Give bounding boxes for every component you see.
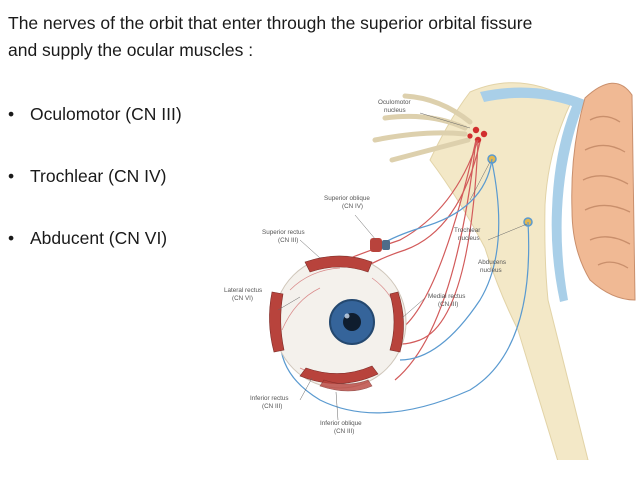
- nerve-rootlets: [372, 93, 473, 163]
- label-superior-oblique: Superior oblique (CN IV): [324, 195, 372, 210]
- title-line-1: The nerves of the orbit that enter throu…: [8, 13, 533, 33]
- bullet-dot: •: [8, 104, 15, 124]
- ventricle: [480, 87, 585, 302]
- extraocular-muscles: [269, 255, 404, 392]
- slide-title: The nerves of the orbit that enter throu…: [8, 10, 628, 64]
- label-medial-rectus: Medial rectus (CN III): [428, 293, 467, 308]
- bullet-item-trochlear: • Trochlear (CN IV): [8, 165, 182, 227]
- label-lateral-rectus: Lateral rectus (CN VI): [224, 287, 264, 302]
- bullet-text: Abducent (CN VI): [30, 228, 168, 248]
- label-trochlear-nucleus: Trochlear nucleus: [454, 227, 482, 242]
- oculomotor-nerve-paths: [339, 139, 481, 381]
- lateral-rectus-muscle: [269, 291, 285, 353]
- nerve-list: • Oculomotor (CN III) • Trochlear (CN IV…: [8, 103, 182, 289]
- label-inferior-oblique: Inferior oblique (CN III): [320, 420, 363, 435]
- label-abducens-nucleus: Abducens nucleus: [478, 259, 508, 274]
- bullet-text: Oculomotor (CN III): [30, 104, 182, 124]
- superior-oblique-trochlea: [370, 238, 390, 252]
- label-inferior-rectus: Inferior rectus (CN III): [250, 395, 290, 410]
- bullet-dot: •: [8, 166, 15, 186]
- eyeball: [273, 255, 407, 389]
- bullet-item-abducent: • Abducent (CN VI): [8, 227, 182, 289]
- medial-rectus-muscle: [389, 291, 404, 353]
- label-superior-rectus: Superior rectus (CN III): [262, 229, 306, 244]
- cerebellum: [571, 82, 636, 301]
- superior-rectus-muscle: [304, 255, 373, 273]
- bullet-text: Trochlear (CN IV): [30, 166, 167, 186]
- inferior-oblique-muscle: [319, 379, 373, 392]
- title-line-2: and supply the ocular muscles :: [8, 40, 254, 60]
- bullet-item-oculomotor: • Oculomotor (CN III): [8, 103, 182, 165]
- label-oculomotor-nucleus: Oculomotor nucleus: [378, 99, 412, 114]
- bullet-dot: •: [8, 228, 15, 248]
- trochlear-abducens-nerve-paths: [279, 158, 530, 414]
- orbit-nerve-diagram: Oculomotor nucleus Superior oblique (CN …: [224, 82, 636, 460]
- cerebellum-folia: [582, 115, 631, 269]
